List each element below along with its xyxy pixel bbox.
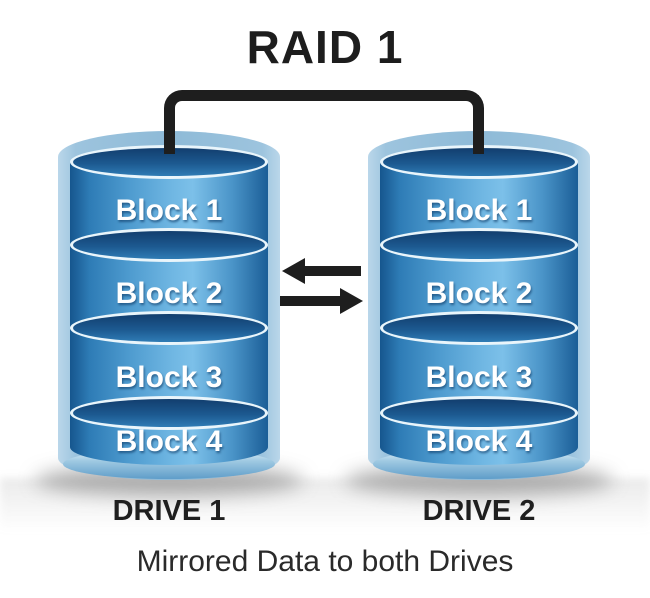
arrow-right-shaft [280,296,342,306]
drive-1-cylinder: Block 1 Block 2 Block 3 Block 4 [58,131,280,480]
drive-2-cylinder: Block 1 Block 2 Block 3 Block 4 [368,131,590,480]
diagram-title: RAID 1 [246,21,404,73]
block-label: Block 1 [115,193,223,227]
mirror-link-bracket-icon [164,90,484,154]
platter-top-ellipse [70,311,268,345]
floor-shadow [0,478,650,550]
arrow-left-icon [282,258,362,284]
platter-top-ellipse [380,396,578,430]
drive-2-label: DRIVE 2 [422,495,536,527]
platter-top-ellipse [380,228,578,262]
diagram-caption: Mirrored Data to both Drives [136,545,514,578]
platter-top-ellipse [380,311,578,345]
block-label: Block 2 [115,276,223,310]
block-label: Block 4 [425,425,533,458]
platter-top-ellipse [70,228,268,262]
platter-top-ellipse [70,396,268,430]
block-label: Block 3 [115,360,223,394]
block-label: Block 3 [425,360,533,394]
block-label: Block 1 [425,193,533,227]
block-label: Block 2 [425,276,533,310]
arrow-right-icon [280,288,364,314]
arrow-left-shaft [303,266,361,276]
arrow-left-head [282,258,305,284]
drive-1-label: DRIVE 1 [112,495,226,527]
arrow-right-head [340,288,363,314]
block-label: Block 4 [115,425,223,458]
